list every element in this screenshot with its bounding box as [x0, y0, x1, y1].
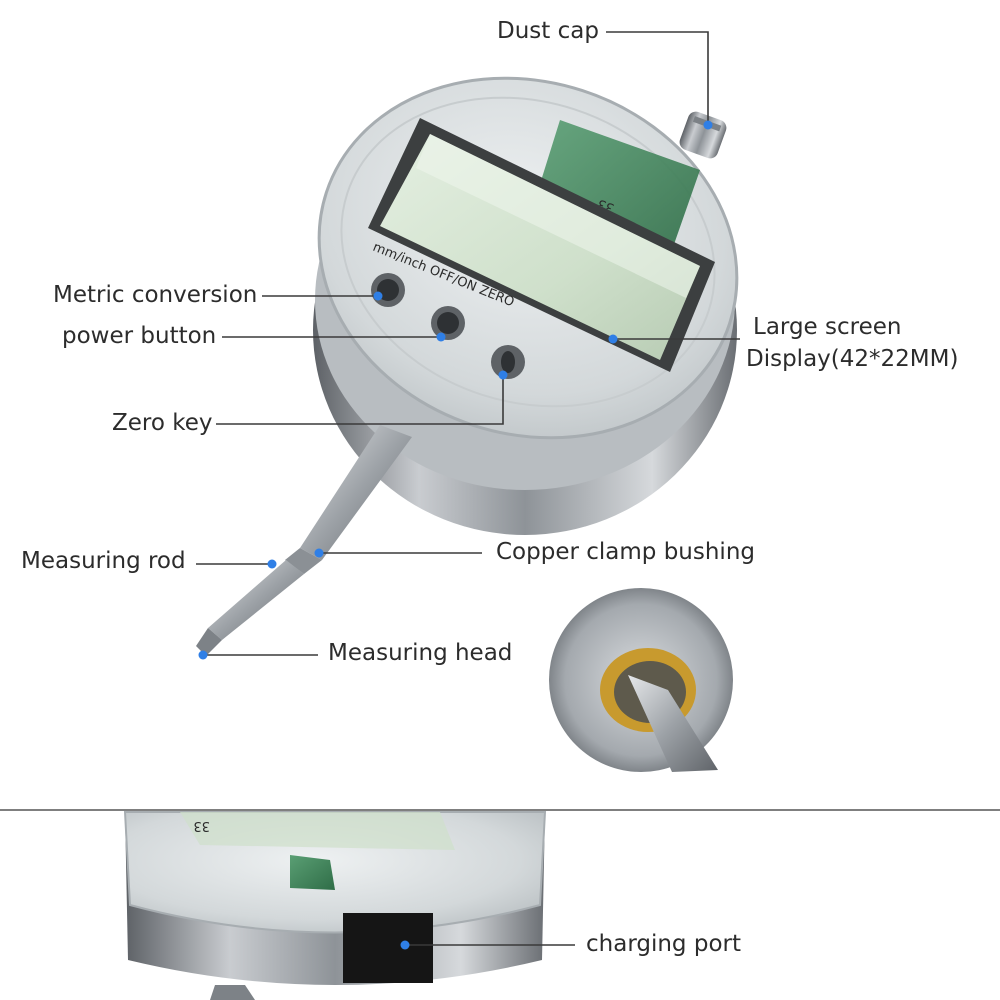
- zero-button-icon: [491, 345, 525, 379]
- callout-dots: [198, 120, 713, 950]
- dot-head: [198, 650, 208, 660]
- label-dust-cap: Dust cap: [497, 18, 599, 44]
- label-metric-conversion: Metric conversion: [53, 282, 258, 308]
- dot-dust-cap: [703, 120, 713, 130]
- dot-power: [436, 332, 446, 342]
- bushing-detail-inset: [549, 588, 733, 772]
- power-button-icon: [431, 306, 465, 340]
- lcd-screen: [368, 118, 715, 372]
- dot-screen: [608, 334, 618, 344]
- label-power-button: power button: [62, 323, 217, 349]
- leader-zero: [216, 376, 504, 425]
- board-number-bottom: 33: [193, 818, 210, 833]
- measuring-rod-assembly: [196, 425, 412, 656]
- dot-metric: [373, 291, 383, 301]
- label-large-screen: Large screen: [753, 314, 902, 340]
- charging-port-cover: [343, 913, 433, 983]
- charging-port-view: 33: [123, 811, 547, 1000]
- label-zero-key: Zero key: [112, 410, 213, 436]
- dot-rod: [267, 559, 277, 569]
- label-copper-clamp-bushing: Copper clamp bushing: [496, 539, 755, 565]
- label-display-size: Display(42*22MM): [746, 346, 959, 372]
- dot-bushing: [314, 548, 324, 558]
- leader-dust-cap: [606, 31, 709, 124]
- label-measuring-rod: Measuring rod: [21, 548, 186, 574]
- dot-zero: [498, 370, 508, 380]
- callout-leaders: [196, 31, 740, 946]
- label-measuring-head: Measuring head: [328, 640, 513, 666]
- circuit-board: [535, 120, 700, 250]
- dot-charging: [400, 940, 410, 950]
- metric-button-icon: [371, 273, 405, 307]
- label-charging-port: charging port: [586, 931, 741, 957]
- dial-indicator-device: 33 mm/inch OFF/ON ZERO: [196, 76, 739, 656]
